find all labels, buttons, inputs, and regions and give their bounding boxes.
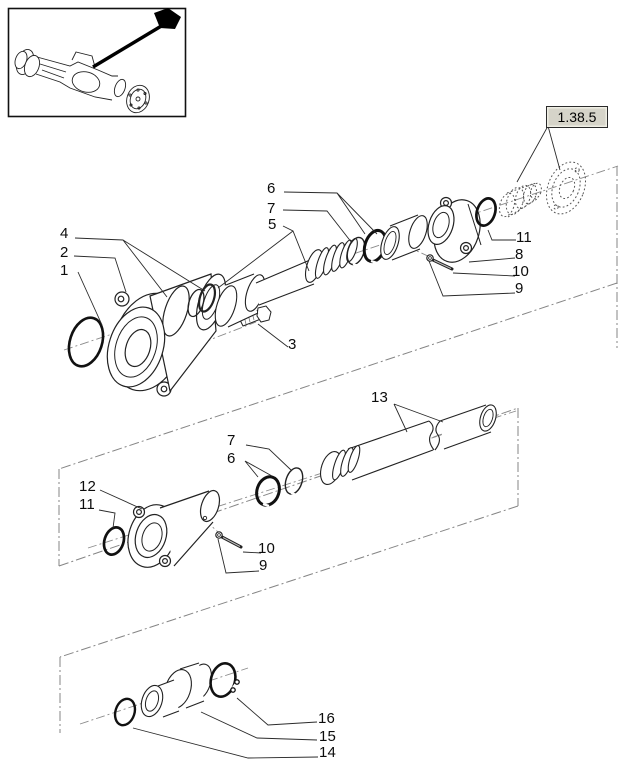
callout-14-bottom: 14	[319, 744, 337, 761]
overview-thumbnail[interactable]	[7, 7, 187, 118]
part-1-oring	[67, 316, 105, 368]
callout-6-upper: 6	[267, 180, 276, 197]
phantom-coupling	[498, 182, 542, 218]
callout-10-upper: 10	[512, 263, 530, 280]
callout-4-upper: 4	[60, 225, 69, 242]
part-2-support-housing	[106, 273, 227, 397]
part-14-oring	[113, 697, 137, 727]
section-reference-link[interactable]: 1.38.5	[546, 106, 608, 128]
part-15-bushing	[140, 662, 213, 718]
part-5-shaft	[214, 237, 358, 328]
part-13-shaft-tubes	[319, 404, 497, 485]
part-9-10-pin-middle	[215, 531, 243, 549]
callout-6-middle: 6	[227, 450, 236, 467]
callout-13-middle: 13	[371, 389, 389, 406]
callout-3-upper: 3	[288, 336, 297, 353]
callout-11-upper: 11	[516, 229, 532, 246]
part-8-support-housing	[427, 196, 482, 263]
callout-8-upper: 8	[515, 246, 524, 263]
callout-2-upper: 2	[60, 244, 69, 261]
part-11-oring-upper	[475, 197, 497, 227]
part-11-oring-middle	[102, 526, 126, 556]
phantom-flange	[545, 161, 587, 215]
part-sleeve-tube-upper	[380, 214, 428, 261]
callout-10-middle: 10	[258, 540, 276, 557]
leader-lines	[73, 125, 561, 759]
part-12-sleeve-housing	[127, 489, 221, 568]
callout-15-bottom: 15	[319, 728, 337, 745]
part-4-rings	[187, 283, 217, 318]
callout-7-middle: 7	[227, 432, 236, 449]
callout-16-bottom: 16	[318, 710, 336, 727]
callout-11-middle: 11	[79, 496, 95, 513]
callout-5-upper: 5	[268, 216, 277, 233]
part-7-washer-middle	[284, 467, 304, 497]
callout-9-upper: 9	[515, 280, 524, 297]
callout-12-middle: 12	[79, 478, 97, 495]
part-9-10-pin-upper	[426, 254, 454, 271]
callout-7-upper: 7	[267, 200, 276, 217]
axle-overview-art	[14, 49, 150, 114]
locator-arrow-icon	[92, 8, 181, 69]
callout-1-upper: 1	[60, 262, 69, 279]
part-6-snap-ring-middle	[255, 475, 281, 508]
part-16-circlip	[209, 661, 243, 699]
callout-9-middle: 9	[259, 557, 268, 574]
